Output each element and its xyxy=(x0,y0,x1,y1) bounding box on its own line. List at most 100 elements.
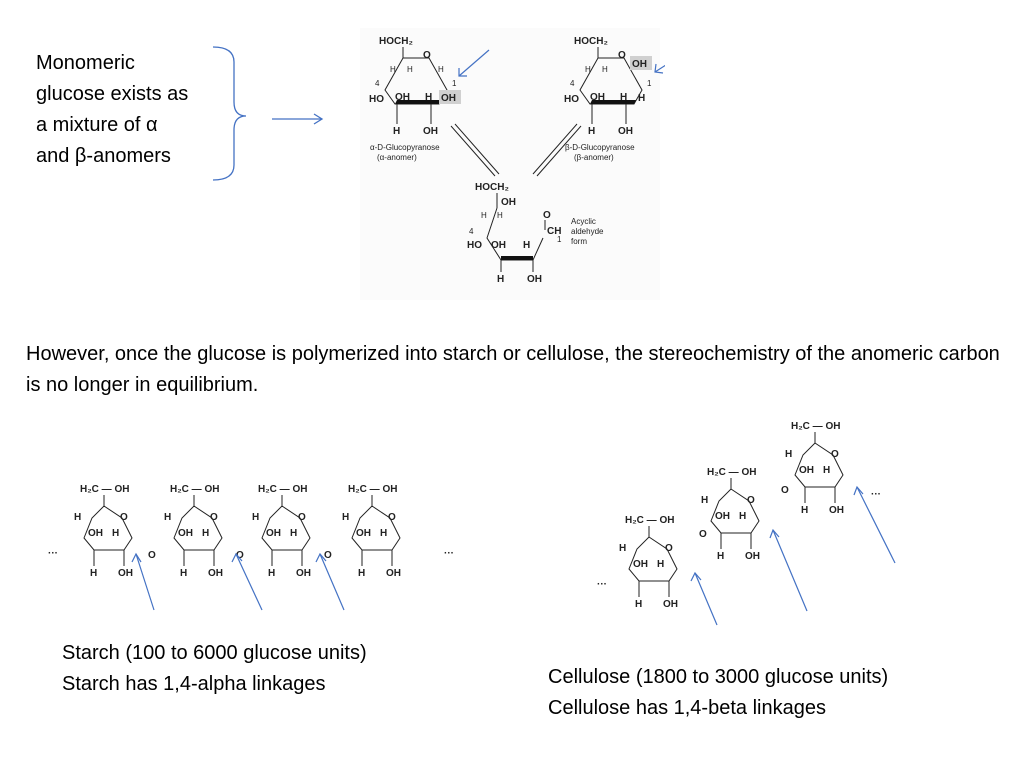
svg-text:H: H xyxy=(602,65,608,74)
svg-text:HO: HO xyxy=(467,240,482,251)
svg-text:OH: OH xyxy=(266,528,281,539)
svg-text:H: H xyxy=(481,211,487,220)
svg-text:H: H xyxy=(390,65,396,74)
svg-text:O: O xyxy=(210,512,218,523)
svg-text:H₂C — OH: H₂C — OH xyxy=(707,467,756,478)
svg-text:OH: OH xyxy=(423,126,438,137)
svg-text:OH: OH xyxy=(386,568,401,579)
svg-text:1: 1 xyxy=(647,79,652,88)
cellulose-caption-line-1: Cellulose (1800 to 3000 glucose units) xyxy=(548,666,889,688)
svg-text:···: ··· xyxy=(871,489,881,500)
svg-text:···: ··· xyxy=(48,548,58,559)
intro-arrow xyxy=(272,113,324,125)
alpha-ring-o: O xyxy=(423,50,431,61)
svg-text:H: H xyxy=(635,599,642,610)
alpha-anomeric-oh-highlight xyxy=(439,90,461,104)
svg-text:H: H xyxy=(585,65,591,74)
intro-line-4: and β-anomers xyxy=(36,145,171,167)
svg-text:OH: OH xyxy=(745,551,760,562)
starch-linkage-arrows xyxy=(131,552,345,611)
svg-text:OH: OH xyxy=(633,559,648,570)
svg-text:HO: HO xyxy=(564,94,579,105)
glucose-anomers-diagram: HOCH₂ O H H 4 1 H HO OH H OH H OH α-D-Gl… xyxy=(360,28,665,300)
svg-text:OH: OH xyxy=(491,240,506,251)
glycosidic-oxygen: O xyxy=(781,485,789,496)
svg-text:O: O xyxy=(388,512,396,523)
svg-text:H: H xyxy=(523,240,530,251)
svg-text:H: H xyxy=(342,512,349,523)
svg-text:H: H xyxy=(438,65,444,74)
intro-text: Monomeric glucose exists as a mixture of… xyxy=(36,48,226,172)
svg-text:H: H xyxy=(393,126,400,137)
svg-text:O: O xyxy=(747,495,755,506)
svg-text:OH: OH xyxy=(527,274,542,285)
svg-text:H₂C — OH: H₂C — OH xyxy=(625,515,674,526)
svg-text:OH: OH xyxy=(88,528,103,539)
svg-text:O: O xyxy=(831,449,839,460)
acyclic-structure: HOCH₂ OH H H 4 HO OH H O CH 1 H OH Acycl… xyxy=(467,182,604,285)
svg-text:H₂C — OH: H₂C — OH xyxy=(258,484,307,495)
svg-text:OH: OH xyxy=(590,92,605,103)
svg-text:H: H xyxy=(74,512,81,523)
svg-text:H: H xyxy=(425,92,432,103)
svg-text:4: 4 xyxy=(375,79,380,88)
svg-text:H: H xyxy=(112,528,119,539)
intro-line-3: a mixture of α xyxy=(36,114,158,136)
svg-text:HOCH₂: HOCH₂ xyxy=(475,182,509,193)
beta-anomeric-oh-highlight xyxy=(630,56,652,70)
svg-text:H: H xyxy=(380,528,387,539)
svg-text:O: O xyxy=(665,543,673,554)
svg-text:aldehyde: aldehyde xyxy=(571,227,604,236)
svg-text:H: H xyxy=(290,528,297,539)
intro-bracket xyxy=(212,46,247,181)
svg-text:H: H xyxy=(497,274,504,285)
svg-text:Acyclic: Acyclic xyxy=(571,217,596,226)
svg-text:H: H xyxy=(801,505,808,516)
svg-text:O: O xyxy=(120,512,128,523)
svg-text:OH: OH xyxy=(118,568,133,579)
glycosidic-oxygen: O xyxy=(324,550,332,561)
svg-text:CH: CH xyxy=(547,226,561,237)
svg-text:H: H xyxy=(164,512,171,523)
svg-text:H: H xyxy=(268,568,275,579)
svg-text:OH: OH xyxy=(356,528,371,539)
starch-caption-line-1: Starch (100 to 6000 glucose units) xyxy=(62,642,367,664)
beta-name: β-D-Glucopyranose xyxy=(565,143,635,152)
beta-sub: (β-anomer) xyxy=(574,153,614,162)
svg-text:OH: OH xyxy=(618,126,633,137)
svg-text:OH: OH xyxy=(501,197,516,208)
svg-text:···: ··· xyxy=(444,548,454,559)
alpha-name: α-D-Glucopyranose xyxy=(370,143,440,152)
svg-text:H: H xyxy=(739,511,746,522)
svg-text:H₂C — OH: H₂C — OH xyxy=(170,484,219,495)
svg-text:H: H xyxy=(588,126,595,137)
svg-text:O: O xyxy=(543,210,551,221)
svg-text:H₂C — OH: H₂C — OH xyxy=(80,484,129,495)
svg-text:OH: OH xyxy=(829,505,844,516)
svg-text:H: H xyxy=(252,512,259,523)
svg-text:1: 1 xyxy=(557,235,562,244)
svg-text:OH: OH xyxy=(632,59,647,70)
cellulose-caption: Cellulose (1800 to 3000 glucose units) C… xyxy=(548,662,888,724)
anomer-arrows xyxy=(458,49,665,77)
glycosidic-oxygen: O xyxy=(236,550,244,561)
alpha-anomer-structure: HOCH₂ O H H 4 1 H HO OH H OH H OH α-D-Gl… xyxy=(369,36,461,162)
svg-text:OH: OH xyxy=(395,92,410,103)
svg-text:OH: OH xyxy=(799,465,814,476)
polymerization-statement: However, once the glucose is polymerized… xyxy=(26,343,1000,396)
starch-caption-line-2: Starch has 1,4-alpha linkages xyxy=(62,673,326,695)
svg-text:H: H xyxy=(620,92,627,103)
beta-hoch2-label: HOCH₂ xyxy=(574,36,608,47)
beta-anomer-structure: HOCH₂ O H H 4 1 OH HO OH H H H OH β-D-Gl… xyxy=(564,36,652,162)
svg-text:OH: OH xyxy=(208,568,223,579)
cellulose-caption-line-2: Cellulose has 1,4-beta linkages xyxy=(548,697,826,719)
svg-text:···: ··· xyxy=(597,579,607,590)
svg-text:OH: OH xyxy=(296,568,311,579)
svg-text:form: form xyxy=(571,237,587,246)
